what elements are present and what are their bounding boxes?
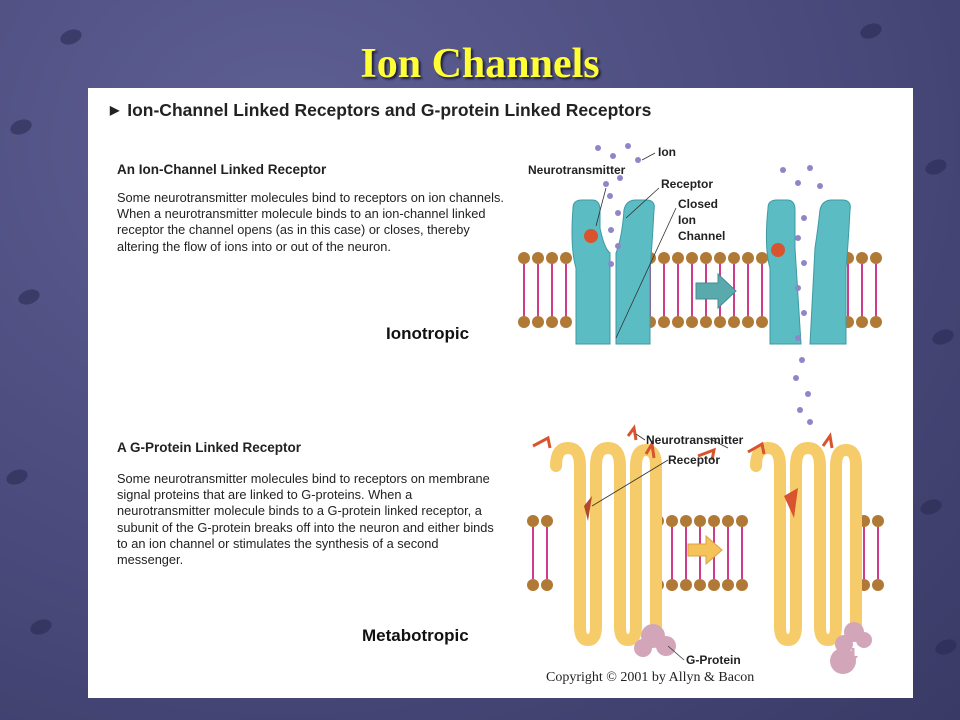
receptor-protein-left (550, 441, 662, 647)
slide-title: Ion Channels (360, 41, 600, 87)
g-protein-diagram: Neurotransmitter Receptor G-Protein (527, 424, 884, 667)
neurotransmitter-callout: Neurotransmitter (528, 163, 626, 177)
receptor-callout: Receptor (661, 177, 713, 191)
ionotropic-description: Some neurotransmitter molecules bind to … (117, 190, 504, 254)
binding-site-left (584, 496, 592, 521)
closed-channel-callout-line1: Closed (678, 197, 718, 211)
ionotropic-section-title: An Ion-Channel Linked Receptor (117, 162, 327, 177)
metabotropic-description: Some neurotransmitter molecules bind to … (117, 471, 494, 568)
gp-neurotransmitter-callout: Neurotransmitter (646, 433, 744, 447)
bound-neurotransmitter-open (771, 243, 785, 257)
figure-panel: ▶ Ion-Channel Linked Receptors and G-prot… (88, 88, 913, 698)
triangle-bullet-icon: ▶ (110, 103, 120, 117)
gp-transition-arrow-icon (687, 534, 723, 566)
ion-callout: Ion (658, 145, 676, 159)
closed-channel-left-subunit (571, 199, 611, 345)
ion-particles (595, 143, 823, 425)
gp-receptor-callout: Receptor (668, 453, 720, 467)
closed-channel-callout-line3: Channel (678, 229, 725, 243)
neurotransmitter-molecules (532, 424, 834, 461)
bound-neurotransmitter-closed (584, 229, 598, 243)
open-channel-right-subunit (809, 199, 851, 345)
g-protein-subunits (634, 622, 872, 657)
bound-neurotransmitter-gp (784, 488, 798, 518)
ionotropic-label: Ionotropic (386, 324, 470, 343)
closed-channel-right-subunit (615, 199, 655, 345)
receptor-protein-right (750, 441, 862, 647)
metabotropic-label: Metabotropic (362, 626, 469, 645)
closed-channel-callout-line2: Ion (678, 213, 696, 227)
copyright-notice: Copyright © 2001 by Allyn & Bacon (546, 670, 755, 685)
released-gprotein-subunit (830, 648, 856, 674)
metabotropic-section-title: A G-Protein Linked Receptor (117, 440, 302, 455)
panel-heading-text: Ion-Channel Linked Receptors and G-prote… (127, 100, 652, 120)
ion-channel-diagram: Ion Neurotransmitter Receptor Closed Ion… (518, 143, 882, 425)
panel-heading: ▶ Ion-Channel Linked Receptors and G-prot… (110, 100, 651, 121)
ionotropic-callout-lines (595, 152, 677, 339)
g-protein-callout: G-Protein (686, 653, 741, 667)
metabotropic-callout-lines (591, 433, 729, 661)
transition-arrow-icon (695, 272, 737, 310)
open-channel-left-subunit (765, 199, 802, 345)
